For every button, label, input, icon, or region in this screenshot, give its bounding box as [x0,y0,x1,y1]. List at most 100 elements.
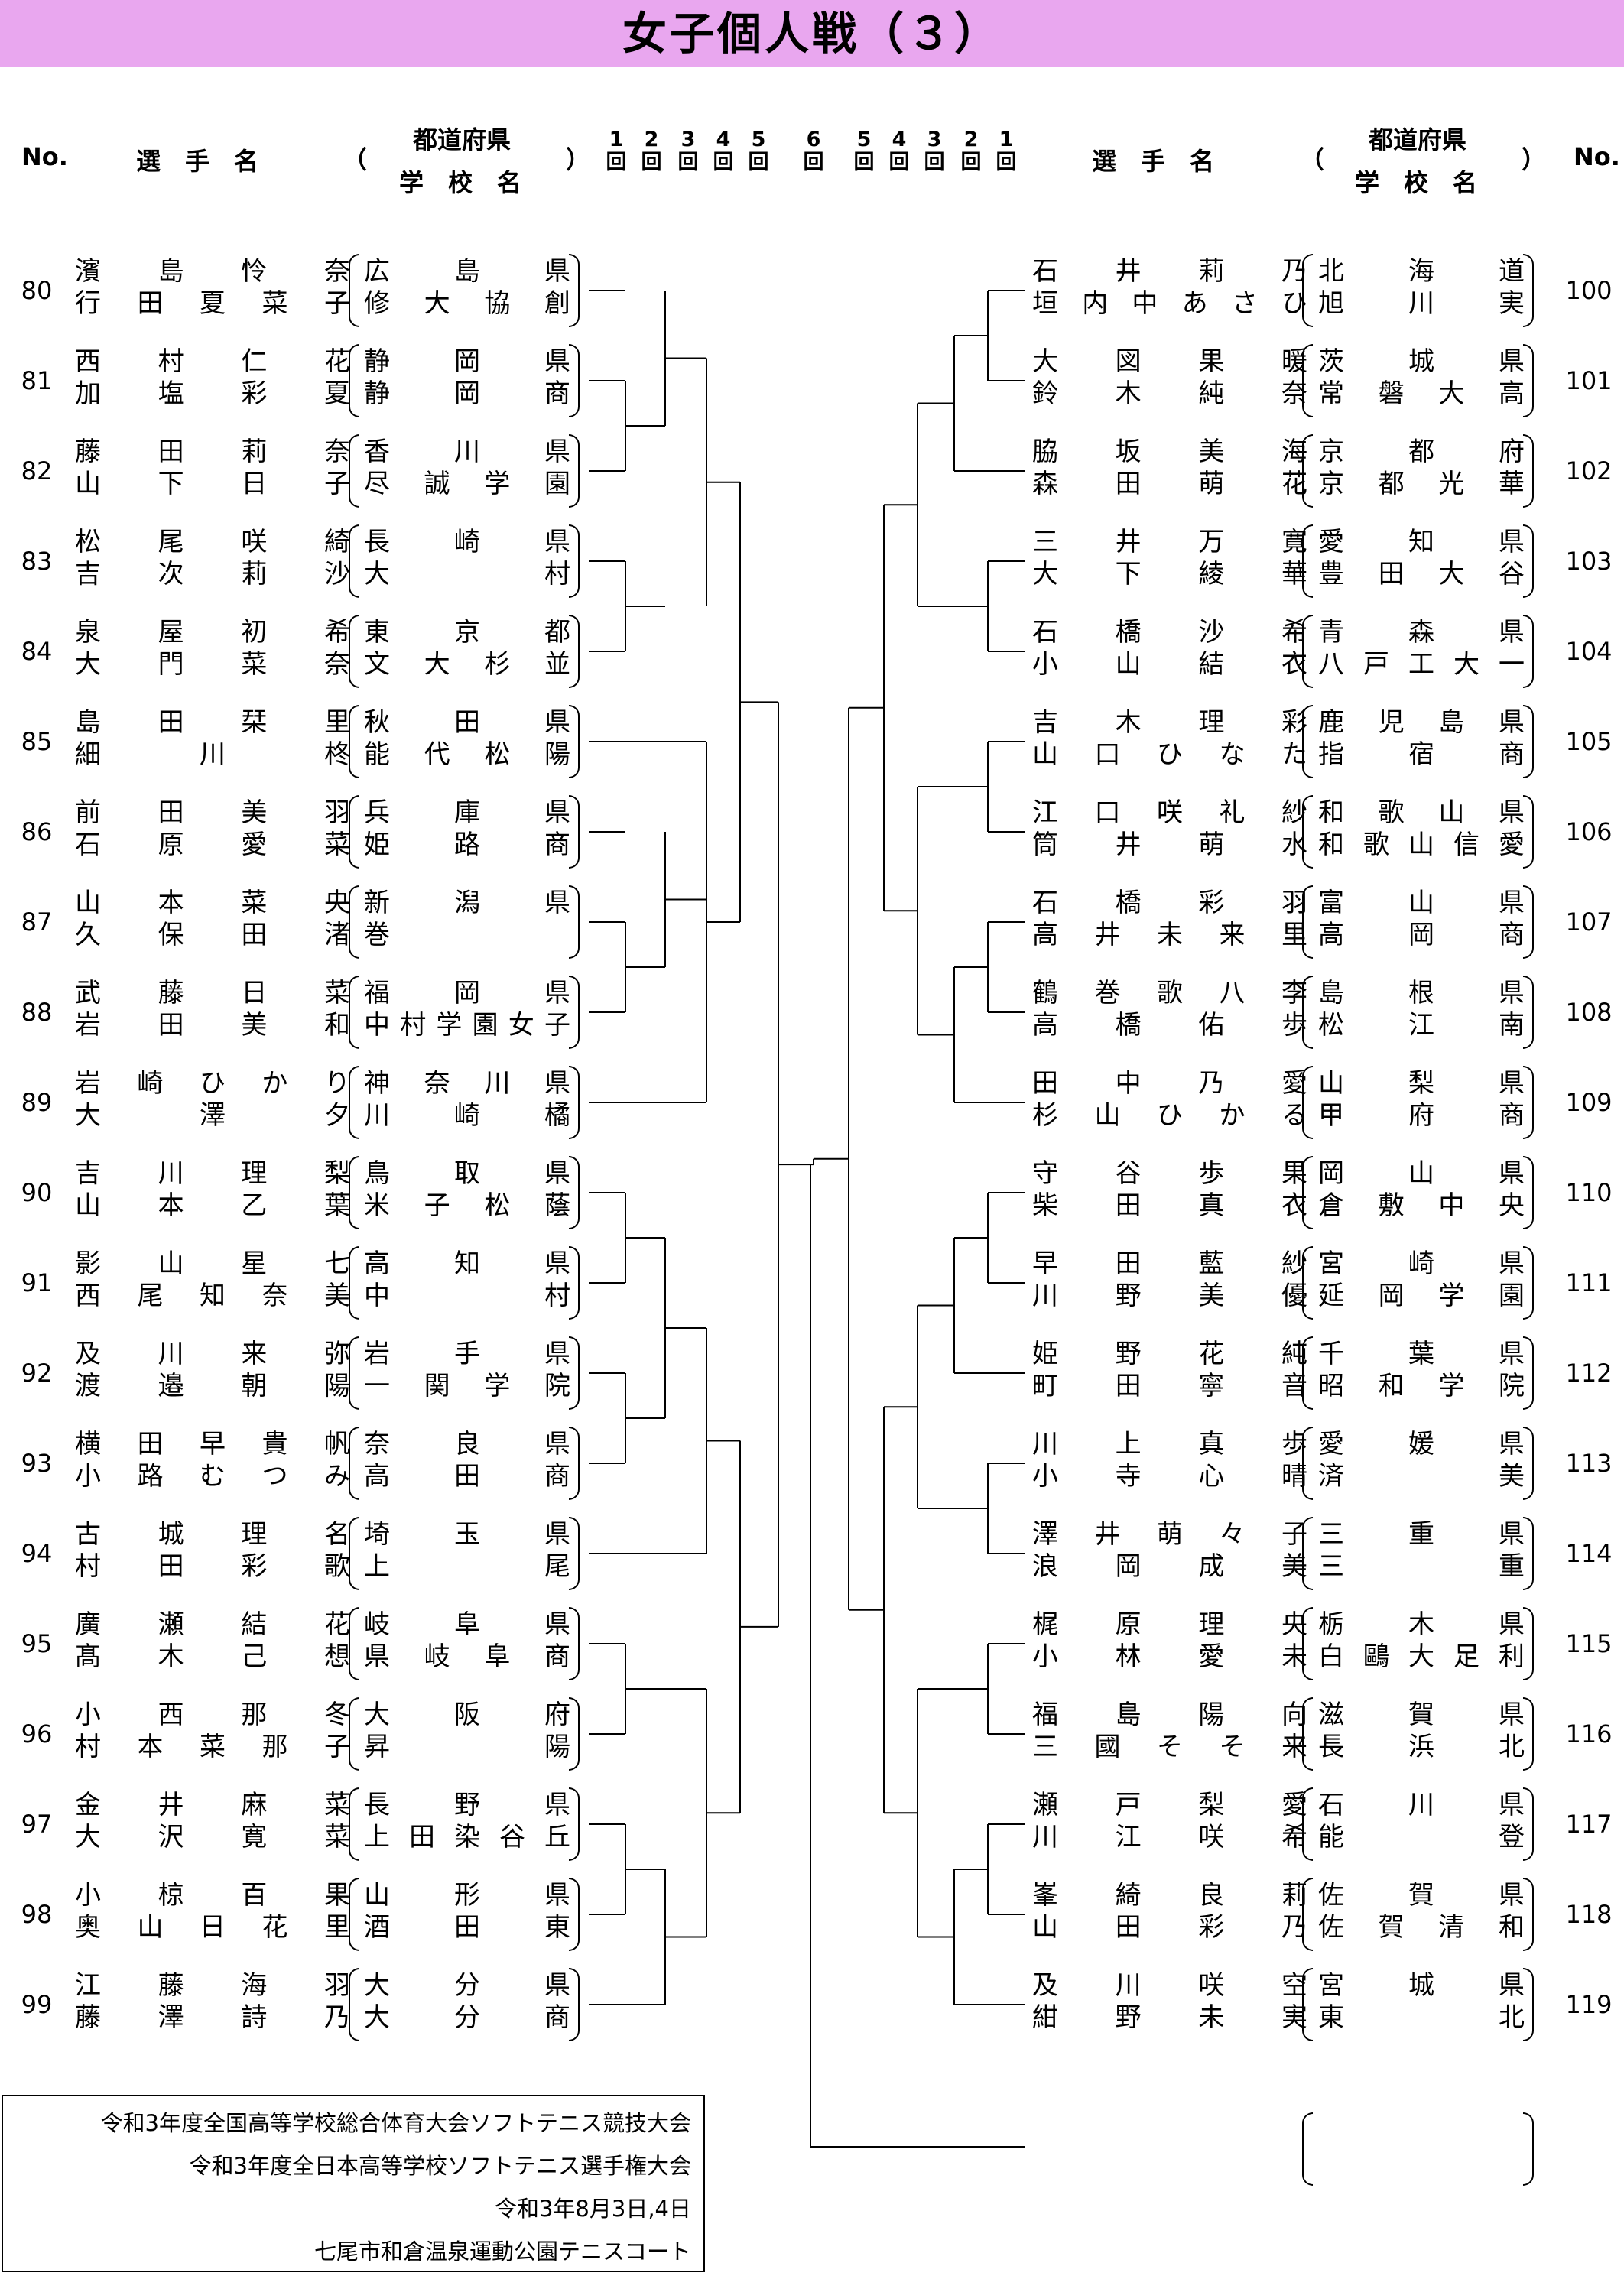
entry-number: 93 [21,1449,53,1478]
entry-number: 105 [1565,727,1613,756]
player-2: 小山結衣 [1032,649,1307,680]
school: 県岐阜商 [364,1641,570,1672]
entry-number: 110 [1565,1178,1613,1207]
prefecture: 広島県 [364,256,570,287]
school: 延岡学園 [1318,1281,1525,1311]
player-2: 三國そそ来 [1032,1732,1307,1762]
empty-bracket-close [1523,2112,1534,2186]
player-1: 藤田莉奈 [75,437,350,467]
prefecture: 秋田県 [364,707,570,738]
school: 常磐大高 [1318,378,1525,409]
round-header-left-3: 3 回 [677,128,699,174]
school: 上尾 [364,1551,570,1582]
entry-number: 118 [1565,1900,1613,1929]
entry-number: 83 [21,547,53,576]
header-paren-close-left: ） [566,145,591,174]
player-2: 鈴木純奈 [1032,378,1307,409]
entry-number: 85 [21,727,53,756]
player-2: 筒井萌水 [1032,830,1307,860]
player-2: 大下綾華 [1032,559,1307,589]
round-header-left-4: 4 回 [713,128,734,174]
player-2: 高井未来里 [1032,920,1307,950]
school: 文大杉並 [364,649,570,680]
player-1: 濱島怜奈 [75,256,350,287]
header-paren-open-left: （ [343,145,368,174]
prefecture: 愛媛県 [1318,1429,1525,1459]
prefecture: 東京都 [364,617,570,648]
player-2: 柴田真衣 [1032,1190,1307,1221]
school: 高田商 [364,1461,570,1492]
entry-number: 111 [1565,1268,1613,1297]
player-2: 村田彩歌 [75,1551,350,1582]
player-1: 及川咲空 [1032,1970,1307,2001]
player-2: 杉山ひかる [1032,1100,1307,1131]
player-2: 小路むつみ [75,1461,350,1492]
player-1: 小西那冬 [75,1700,350,1730]
school: 大村 [364,559,570,589]
round-header-left-2: 2 回 [641,128,662,174]
player-1: 福島陽向 [1032,1700,1307,1730]
entry-number: 99 [21,1990,53,2019]
player-2: 山本乙葉 [75,1190,350,1221]
entry-number: 96 [21,1719,53,1748]
school: 中村 [364,1281,570,1311]
player-2: 奥山日花里 [75,1912,350,1943]
entry-number: 84 [21,637,53,666]
player-2: 大澤夕 [75,1100,350,1131]
prefecture: 宮崎県 [1318,1248,1525,1279]
school: 甲府商 [1318,1100,1525,1131]
prefecture: 岡山県 [1318,1158,1525,1189]
school: 豊田大谷 [1318,559,1525,589]
header-pref-right: 都道府県 [1369,125,1467,154]
school: 三重 [1318,1551,1525,1582]
prefecture: 長崎県 [364,527,570,557]
player-2: 村本菜那子 [75,1732,350,1762]
player-1: 峯綺良莉 [1032,1880,1307,1911]
prefecture: 茨城県 [1318,346,1525,377]
prefecture: 静岡県 [364,346,570,377]
player-1: 江藤海羽 [75,1970,350,2001]
player-1: 横田早貴帆 [75,1429,350,1459]
player-1: 吉川理梨 [75,1158,350,1189]
entry-number: 100 [1565,276,1613,305]
player-1: 古城理名 [75,1519,350,1550]
entry-number: 102 [1565,456,1613,485]
footer-date: 令和3年8月3日,4日 [494,2196,691,2222]
prefecture: 三重県 [1318,1519,1525,1550]
player-2: 髙木己想 [75,1641,350,1672]
player-1: 吉木理彩 [1032,707,1307,738]
player-1: 廣瀬結花 [75,1609,350,1640]
round-header-left-5: 5 回 [748,128,769,174]
round-header-right-1: 1 回 [996,128,1017,174]
player-1: 石橋彩羽 [1032,888,1307,918]
entry-number: 98 [21,1900,53,1929]
prefecture: 京都府 [1318,437,1525,467]
school: 上田染谷丘 [364,1822,570,1852]
school: 長浜北 [1318,1732,1525,1762]
page-title: 女子個人戦（３） [0,0,1624,67]
player-2: 川江咲希 [1032,1822,1307,1852]
school: 能代松陽 [364,739,570,770]
school: 一関学院 [364,1371,570,1401]
school: 川崎橘 [364,1100,570,1131]
empty-bracket-open [1302,2112,1313,2186]
prefecture: 岩手県 [364,1339,570,1369]
school: 済美 [1318,1461,1525,1492]
prefecture: 島根県 [1318,978,1525,1008]
player-1: 脇坂美海 [1032,437,1307,467]
prefecture: 高知県 [364,1248,570,1279]
player-2: 森田萌花 [1032,469,1307,499]
entry-number: 92 [21,1359,53,1388]
round-header-right-4: 4 回 [888,128,910,174]
prefecture: 宮城県 [1318,1970,1525,2001]
school: 中村学園女子 [364,1010,570,1041]
player-2: 岩田美和 [75,1010,350,1041]
player-1: 松尾咲綺 [75,527,350,557]
player-1: 三井万寛 [1032,527,1307,557]
player-2: 行田夏菜子 [75,288,350,319]
school: 能登 [1318,1822,1525,1852]
entry-number: 113 [1565,1449,1613,1478]
school: 静岡商 [364,378,570,409]
player-1: 岩崎ひかり [75,1068,350,1099]
